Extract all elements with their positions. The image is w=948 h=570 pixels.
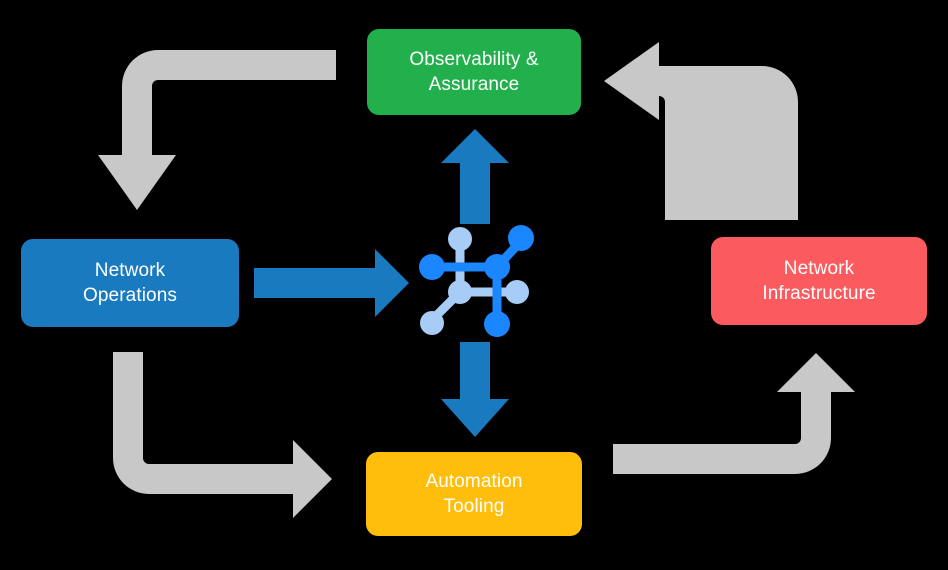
connector-infrastructure-to-observability (604, 42, 798, 220)
connector-observability-to-operations (98, 50, 336, 210)
node-automation-tooling-label: Automation Tooling (425, 470, 523, 517)
node-automation-tooling[interactable]: Automation Tooling (366, 452, 582, 536)
connector-center-to-observability (441, 129, 509, 224)
node-network-infrastructure[interactable]: Network Infrastructure (711, 237, 927, 325)
node-observability-label: Observability & Assurance (409, 48, 539, 95)
node-network-infrastructure-label: Network Infrastructure (762, 257, 876, 304)
connector-automation-to-infrastructure (613, 353, 855, 474)
node-observability-assurance[interactable]: Observability & Assurance (367, 29, 581, 115)
connector-operations-to-center (254, 249, 409, 317)
node-network-operations-label: Network Operations (83, 259, 177, 306)
connector-center-to-automation (441, 342, 509, 437)
connector-operations-to-automation (113, 352, 332, 518)
network-topology-icon (419, 225, 534, 337)
node-network-operations[interactable]: Network Operations (21, 239, 239, 327)
